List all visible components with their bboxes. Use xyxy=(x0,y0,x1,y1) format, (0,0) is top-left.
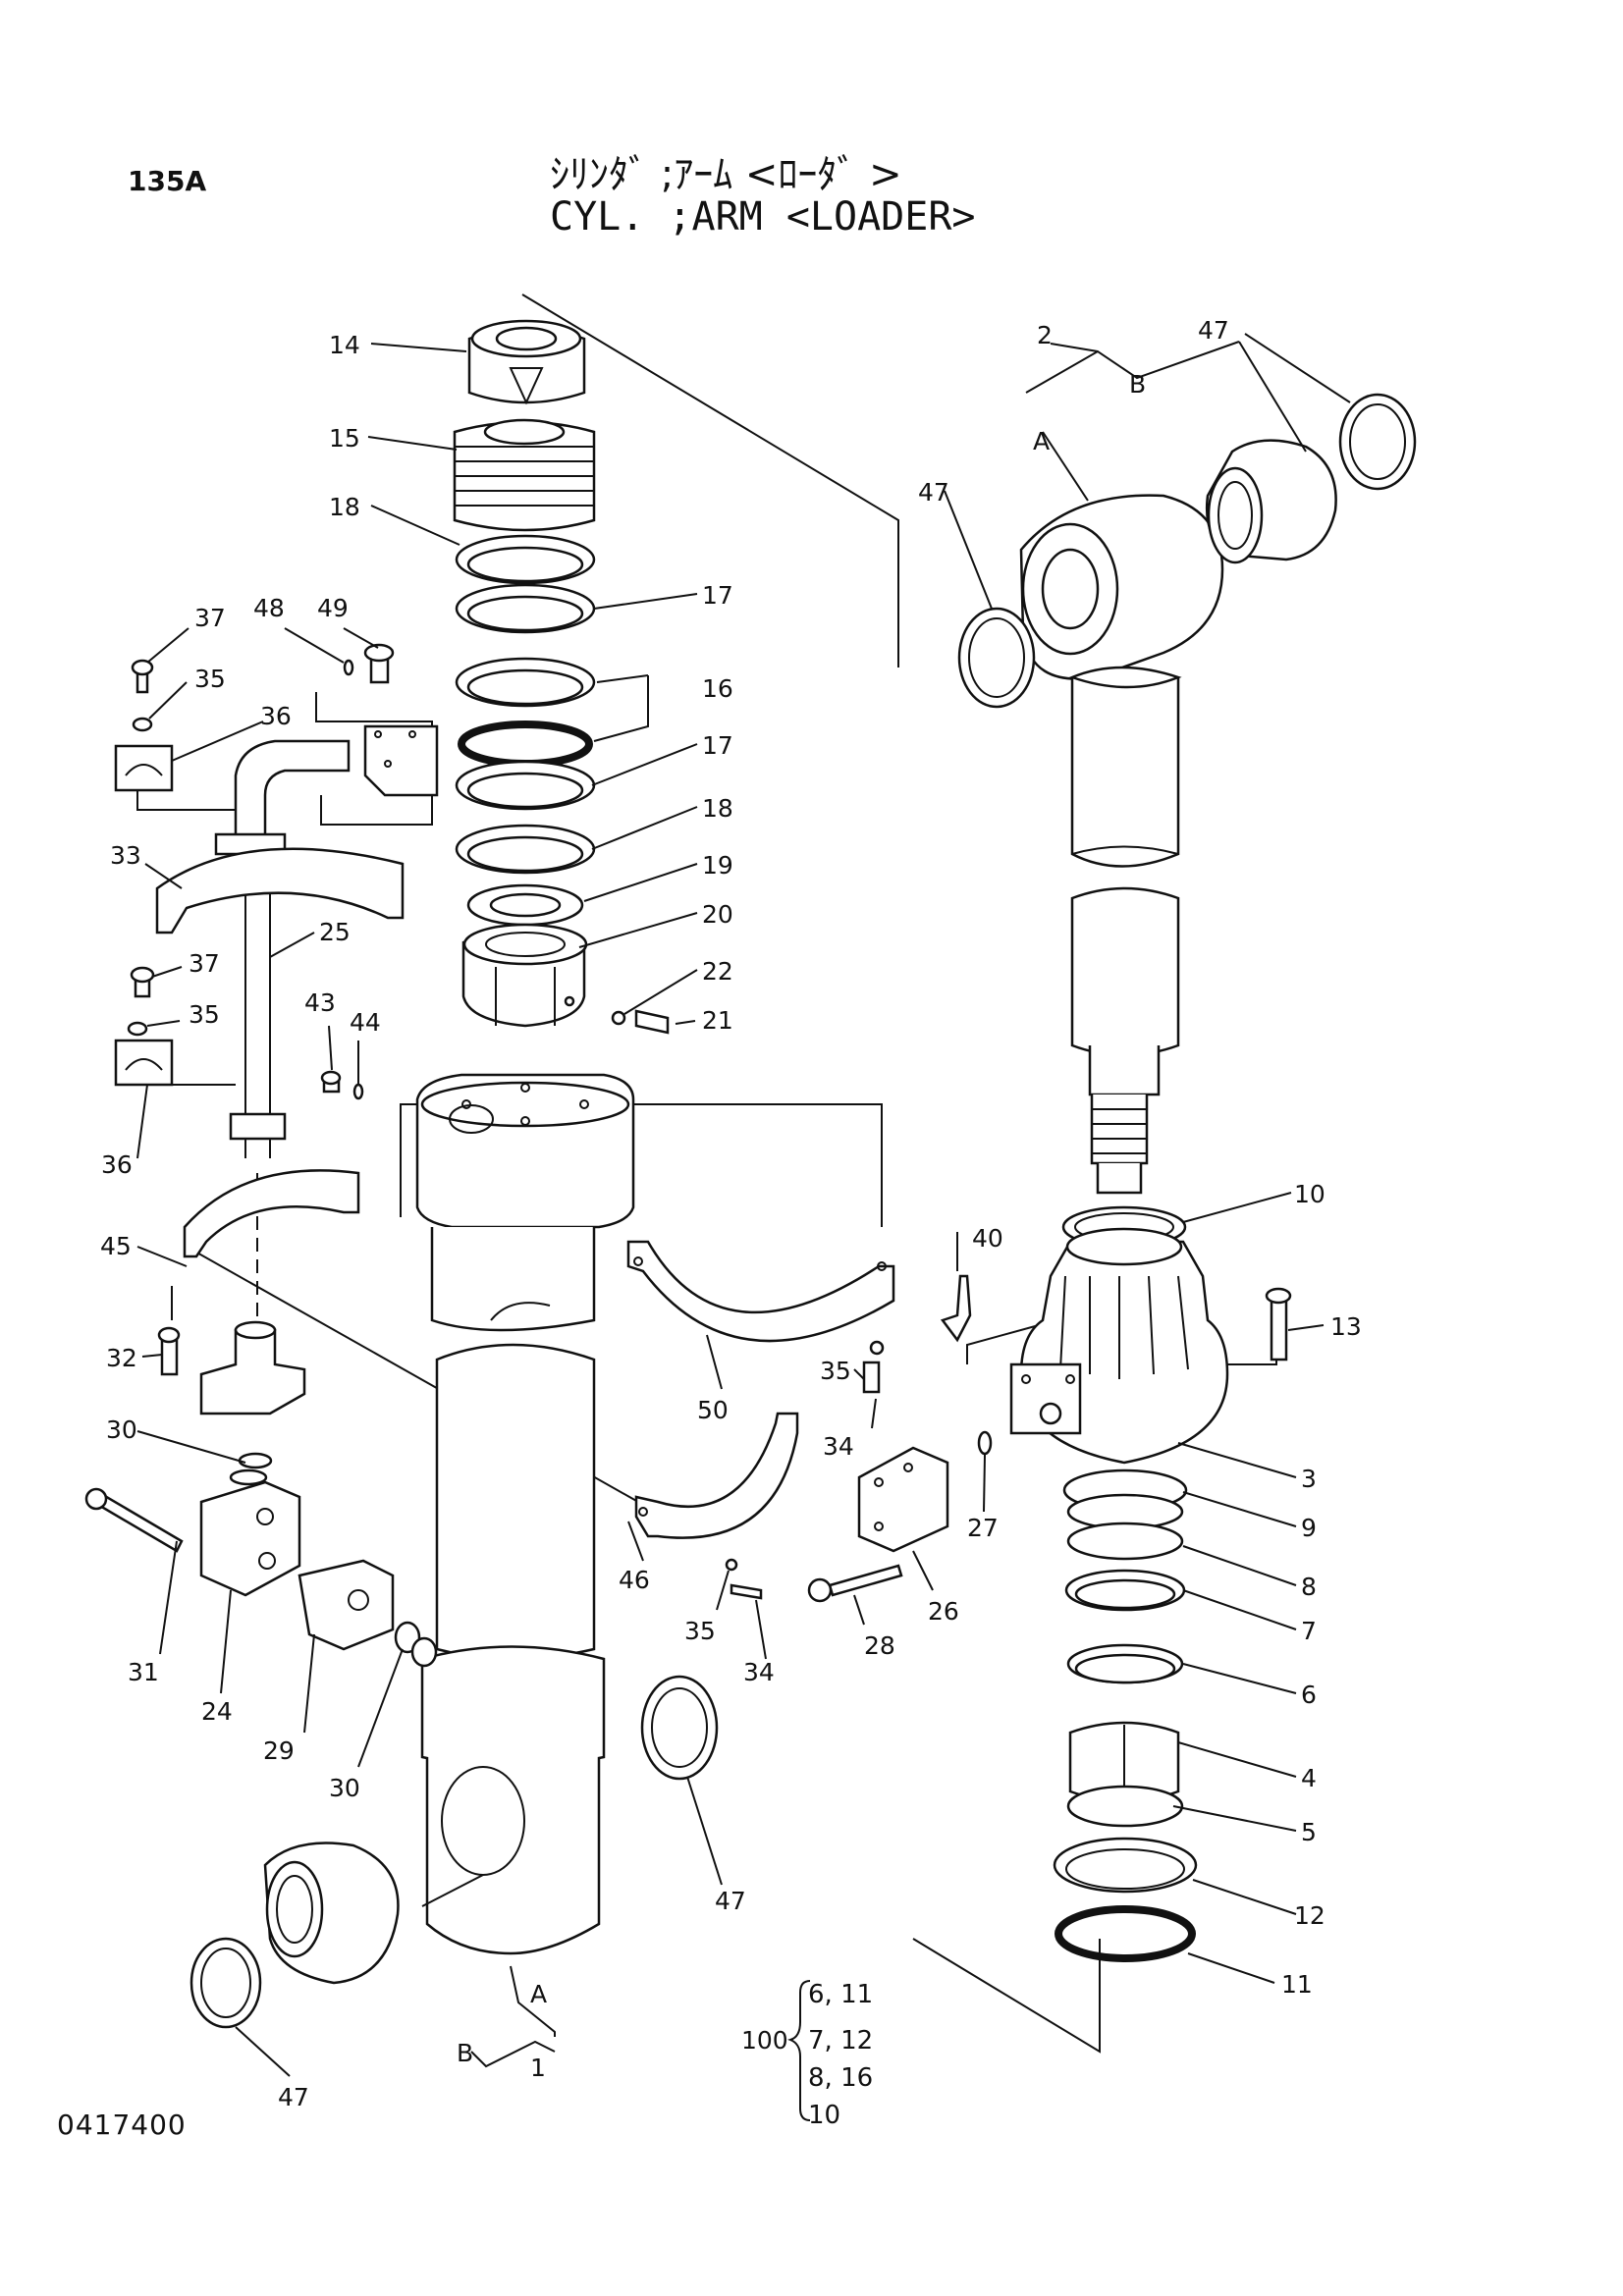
callout-47: 47 xyxy=(1198,316,1229,345)
callout-37: 37 xyxy=(194,604,226,632)
callout-16: 16 xyxy=(702,674,733,703)
left-pipe-assembly xyxy=(114,724,439,1654)
callout-3: 3 xyxy=(1301,1465,1317,1493)
callout-22: 22 xyxy=(702,957,733,986)
callout-36: 36 xyxy=(101,1150,133,1179)
callout-49: 49 xyxy=(317,594,349,622)
callout-32: 32 xyxy=(106,1344,137,1372)
seal-kit-row: 10 xyxy=(808,2101,840,2130)
drawing-number: 0417400 xyxy=(57,2109,187,2141)
callout-21: 21 xyxy=(702,1006,733,1035)
callout-30: 30 xyxy=(329,1774,360,1802)
callout-17: 17 xyxy=(702,581,733,610)
callout-47: 47 xyxy=(715,1887,746,1915)
fasteners xyxy=(84,643,438,1668)
callout-31: 31 xyxy=(128,1658,159,1686)
callout-8: 8 xyxy=(1301,1573,1317,1601)
callout-30: 30 xyxy=(106,1415,137,1444)
callout-7: 7 xyxy=(1301,1617,1317,1645)
callout-B: B xyxy=(1129,370,1146,399)
callout-43: 43 xyxy=(304,988,336,1017)
callout-44: 44 xyxy=(350,1008,381,1037)
seal-kit-row: 7, 12 xyxy=(808,2026,873,2056)
callout-19: 19 xyxy=(702,851,733,880)
valve-blocks xyxy=(807,1430,993,1603)
callout-35: 35 xyxy=(189,1000,220,1029)
callout-1: 1 xyxy=(530,2054,546,2082)
seal-kit-row: 6, 11 xyxy=(808,1980,873,2009)
callout-33: 33 xyxy=(110,841,141,870)
leader-lines xyxy=(136,333,1351,2077)
callout-46: 46 xyxy=(619,1566,650,1594)
callout-2: 2 xyxy=(1037,321,1053,349)
gland-assembly xyxy=(940,1205,1292,1962)
callout-15: 15 xyxy=(329,424,360,453)
rod-assembly xyxy=(957,393,1417,1195)
callout-10: 10 xyxy=(1294,1180,1325,1208)
callout-47: 47 xyxy=(918,478,949,507)
callout-37: 37 xyxy=(189,949,220,978)
callout-17: 17 xyxy=(702,731,733,760)
page-number: 135A xyxy=(128,165,207,197)
callout-35: 35 xyxy=(684,1617,716,1645)
cylinder-clamps xyxy=(626,1240,895,1600)
callout-40: 40 xyxy=(972,1224,1003,1253)
callout-45: 45 xyxy=(100,1232,132,1260)
callout-13: 13 xyxy=(1330,1312,1362,1341)
seal-kit-number: 100 xyxy=(741,2026,788,2055)
callout-35: 35 xyxy=(820,1357,851,1385)
callout-B: B xyxy=(457,2039,473,2067)
assembly-guide-lines xyxy=(136,294,1277,2054)
callout-28: 28 xyxy=(864,1631,895,1660)
title-japanese: ｼﾘﾝﾀﾞ ;ｱｰﾑ <ﾛｰﾀﾞ > xyxy=(550,152,902,197)
lower-bushings xyxy=(189,1675,719,2029)
seal-kit: 100 6, 11 7, 12 8, 16 10 xyxy=(741,1980,873,2130)
callout-25: 25 xyxy=(319,918,351,946)
callout-26: 26 xyxy=(928,1597,959,1626)
callout-14: 14 xyxy=(329,331,360,359)
callout-34: 34 xyxy=(743,1658,775,1686)
callout-labels: 14 15 18 17 16 17 18 19 20 22 21 37 35 3… xyxy=(100,316,1362,2111)
seal-kit-row: 8, 16 xyxy=(808,2063,873,2093)
piston-stack xyxy=(453,319,670,1035)
callout-27: 27 xyxy=(967,1514,999,1542)
cylinder-tube xyxy=(415,1073,635,1955)
callout-A: A xyxy=(530,1980,547,2008)
callout-6: 6 xyxy=(1301,1681,1317,1709)
title-english: CYL. ;ARM <LOADER> xyxy=(550,194,976,240)
callout-11: 11 xyxy=(1281,1970,1313,1999)
callout-47: 47 xyxy=(278,2083,309,2111)
callout-29: 29 xyxy=(263,1736,295,1765)
callout-20: 20 xyxy=(702,900,733,929)
callout-18: 18 xyxy=(329,493,360,521)
callout-18: 18 xyxy=(702,794,733,823)
callout-9: 9 xyxy=(1301,1514,1317,1542)
callout-36: 36 xyxy=(260,702,292,730)
callout-A: A xyxy=(1033,427,1050,455)
callout-35: 35 xyxy=(194,665,226,693)
callout-50: 50 xyxy=(697,1396,729,1424)
callout-4: 4 xyxy=(1301,1764,1317,1792)
callout-12: 12 xyxy=(1294,1901,1325,1930)
callout-34: 34 xyxy=(823,1432,854,1461)
callout-5: 5 xyxy=(1301,1818,1317,1846)
callout-24: 24 xyxy=(201,1697,233,1726)
callout-48: 48 xyxy=(253,594,285,622)
